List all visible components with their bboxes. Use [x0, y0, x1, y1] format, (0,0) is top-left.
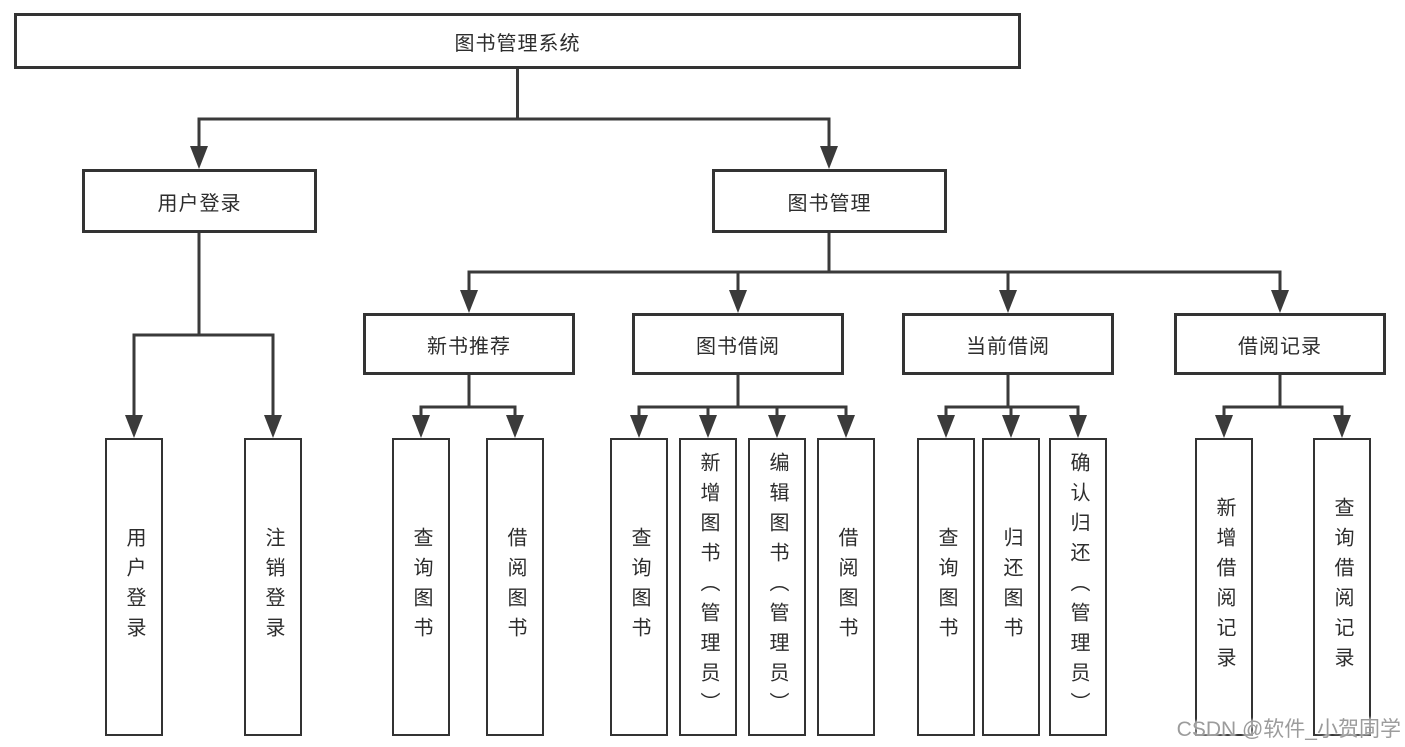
leaf-borrow-book-recommend: 借阅图书	[486, 438, 544, 736]
node-book-management-label: 图书管理	[787, 192, 872, 215]
leaf-borrow-book-recommend-label: 借阅图书	[504, 527, 526, 647]
leaf-edit-book-admin: 编辑图书（管理员）	[748, 438, 806, 736]
node-borrowing-records: 借阅记录	[1174, 313, 1386, 375]
node-book-borrowing: 图书借阅	[632, 313, 844, 375]
leaf-query-book-borrow: 查询图书	[610, 438, 668, 736]
node-current-borrowing-label: 当前借阅	[966, 335, 1050, 358]
node-borrowing-records-label: 借阅记录	[1238, 335, 1322, 358]
leaf-add-borrow-record: 新增借阅记录	[1195, 438, 1253, 736]
node-new-book-recommend-label: 新书推荐	[427, 335, 511, 358]
leaf-query-borrow-record: 查询借阅记录	[1313, 438, 1371, 736]
leaf-confirm-return-admin-label: 确认归还（管理员）	[1067, 452, 1089, 722]
node-new-book-recommend: 新书推荐	[363, 313, 575, 375]
leaf-user-login-label: 用户登录	[123, 527, 145, 647]
node-book-borrowing-label: 图书借阅	[696, 335, 780, 358]
node-book-management: 图书管理	[712, 169, 947, 233]
leaf-query-book-borrow-label: 查询图书	[628, 527, 650, 647]
leaf-query-borrow-record-label: 查询借阅记录	[1331, 497, 1353, 677]
leaf-query-book-recommend-label: 查询图书	[410, 527, 432, 647]
leaf-borrow-book: 借阅图书	[817, 438, 875, 736]
watermark: CSDN @软件_小贺同学	[1176, 718, 1401, 741]
leaf-return-book: 归还图书	[982, 438, 1040, 736]
leaf-logout: 注销登录	[244, 438, 302, 736]
leaf-confirm-return-admin: 确认归还（管理员）	[1049, 438, 1107, 736]
leaf-borrow-book-label: 借阅图书	[835, 527, 857, 647]
leaf-query-book-current: 查询图书	[917, 438, 975, 736]
leaf-query-book-current-label: 查询图书	[935, 527, 957, 647]
leaf-add-borrow-record-label: 新增借阅记录	[1213, 497, 1235, 677]
node-current-borrowing: 当前借阅	[902, 313, 1114, 375]
leaf-add-book-admin-label: 新增图书（管理员）	[697, 452, 719, 722]
leaf-user-login: 用户登录	[105, 438, 163, 736]
node-root: 图书管理系统	[14, 13, 1021, 69]
node-user-login-label: 用户登录	[157, 192, 242, 215]
leaf-logout-label: 注销登录	[262, 527, 284, 647]
node-user-login: 用户登录	[82, 169, 317, 233]
leaf-add-book-admin: 新增图书（管理员）	[679, 438, 737, 736]
leaf-edit-book-admin-label: 编辑图书（管理员）	[766, 452, 788, 722]
node-root-label: 图书管理系统	[454, 32, 581, 55]
leaf-query-book-recommend: 查询图书	[392, 438, 450, 736]
leaf-return-book-label: 归还图书	[1000, 527, 1022, 647]
